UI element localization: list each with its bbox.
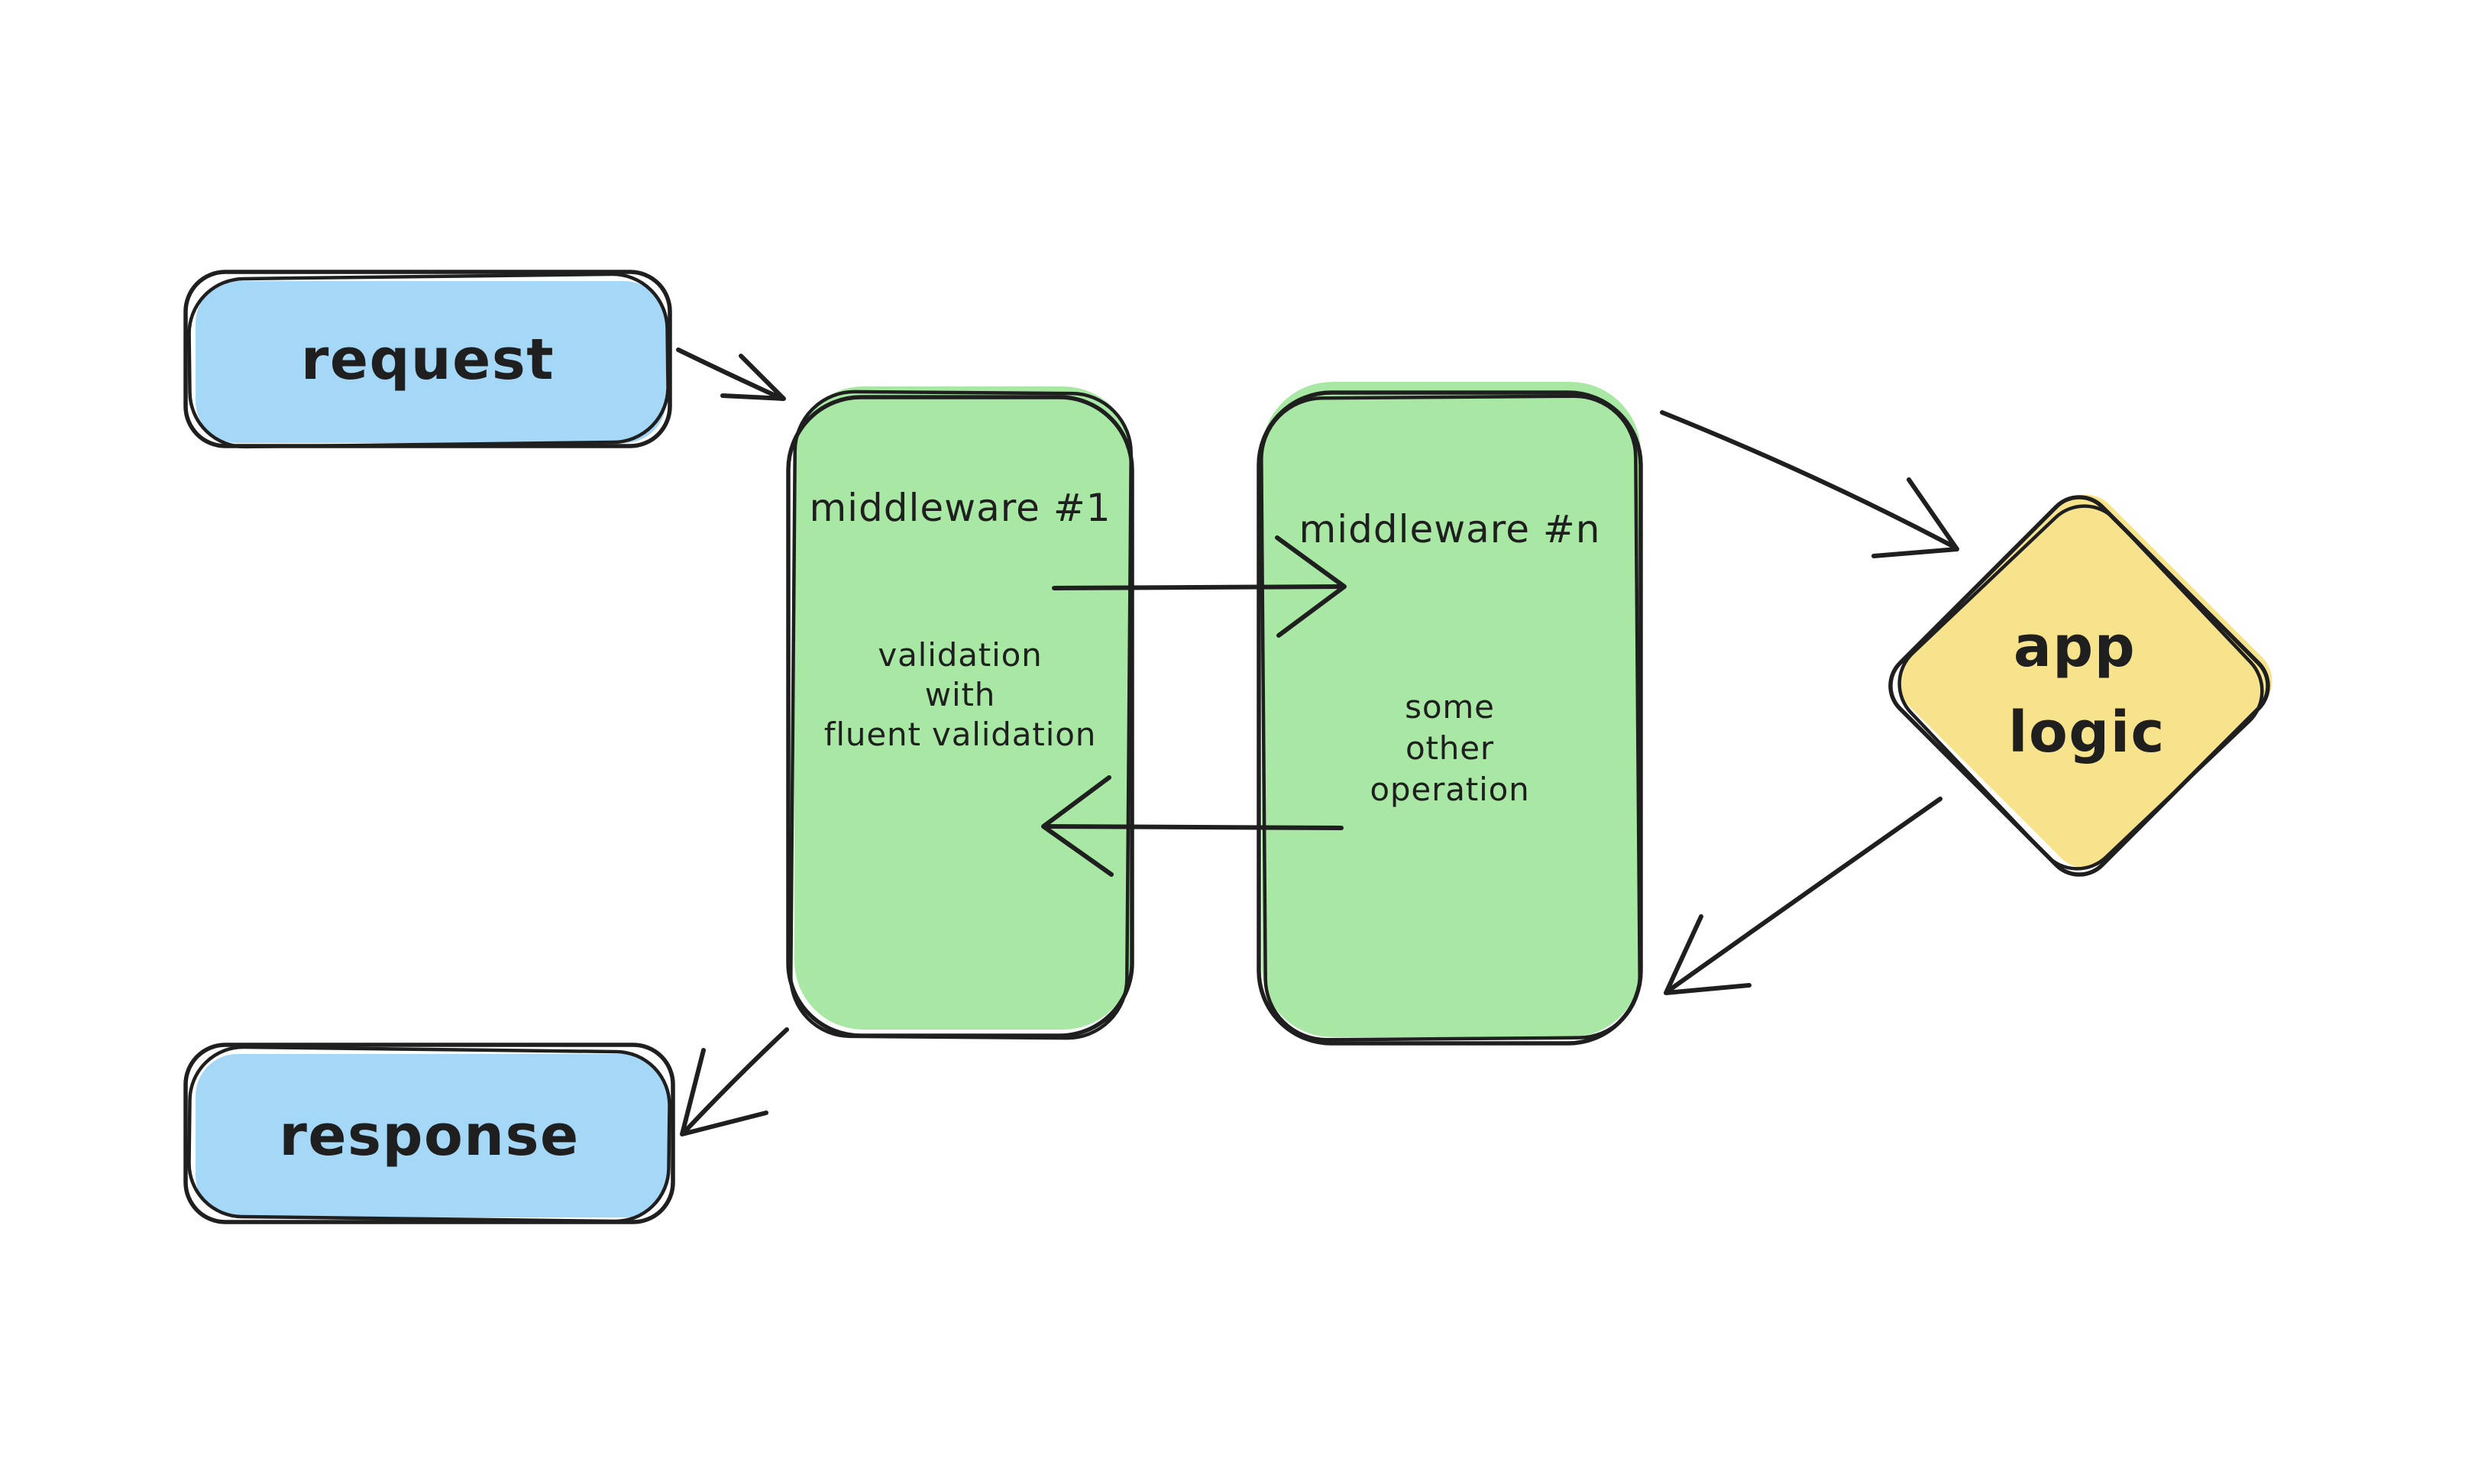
node-middleware-n-body-line: operation [1370,771,1529,808]
node-response: response [183,1043,675,1224]
node-middleware-n-title: middleware #n [1299,507,1601,551]
node-request-outline-sketch [187,272,670,449]
node-middleware-1-body-line: with [925,676,995,713]
node-middleware-1-body-line: validation [878,636,1042,674]
arrowhead [1871,477,1959,558]
node-request-fill [196,281,666,443]
node-response-outline [183,1043,675,1224]
node-request: request [183,270,672,449]
arrow-middleware1-to-middlewareN [1052,535,1347,638]
arrow-request-to-middleware1 [676,348,786,401]
node-app-logic: app logic [1888,494,2272,877]
node-middleware-1-title: middleware #1 [809,486,1111,530]
node-middleware-1-outline-sketch [789,390,1133,1040]
arrowhead [680,1048,768,1136]
arrowhead [720,354,786,401]
node-middleware-n-body-line: some [1405,688,1495,726]
node-app-logic-label-line: app [2014,614,2136,680]
node-middleware-n-fill [1262,382,1641,1037]
node-middleware-1-fill [794,386,1132,1030]
arrow-appLogic-to-middlewareN [1664,797,1942,995]
arrowhead [1664,914,1752,995]
arrowhead [1275,535,1347,638]
node-request-label: request [301,327,555,393]
node-middleware-n-body-line: other [1405,729,1494,767]
node-middleware-n-outline [1257,390,1643,1046]
node-response-outline-sketch [187,1045,671,1224]
node-middleware-1-body-line: fluent validation [824,716,1096,753]
node-app-logic-label-line: logic [2008,700,2166,765]
node-middleware-n: middleware #n some other operation [1257,382,1643,1046]
arrowhead [1041,775,1114,877]
node-response-fill [196,1054,668,1217]
node-middleware-1: middleware #1 validation with fluent val… [786,386,1134,1040]
arrow-middleware1-to-response [680,1027,789,1136]
arrow-middlewareN-to-middleware1 [1041,775,1344,877]
node-app-logic-outline-sketch [1897,504,2264,871]
node-middleware-n-outline-sketch [1260,394,1642,1042]
node-response-label: response [279,1103,579,1169]
arrow-middlewareN-to-appLogic [1660,410,1959,558]
